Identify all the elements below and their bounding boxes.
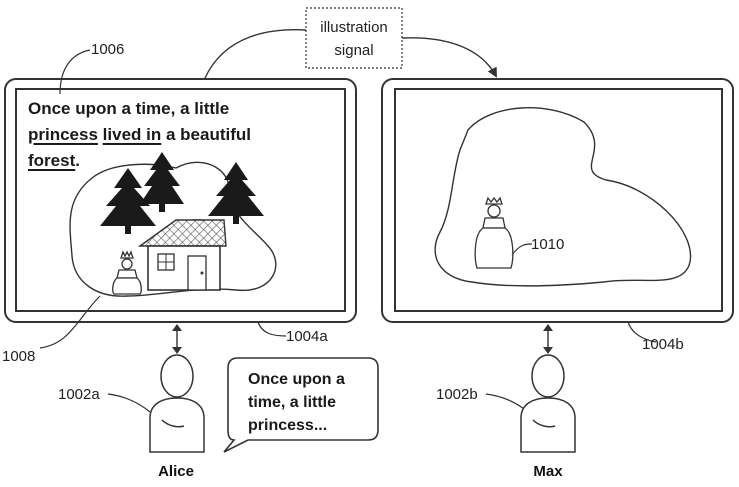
story-word-forest: forest xyxy=(28,151,76,170)
user-icon-max xyxy=(520,354,576,453)
leader-1002a xyxy=(107,393,151,413)
story-word-princess: princess xyxy=(28,125,98,144)
signal-arrow xyxy=(204,29,307,79)
story-line-1: Once upon a time, a little xyxy=(28,99,230,118)
reference-labels: 1006 1008 1004a 1004b 1002a 1002b xyxy=(2,41,684,413)
signal-label-line2: signal xyxy=(334,42,373,59)
ref-1002a: 1002a xyxy=(58,386,100,403)
leader-1002b xyxy=(485,393,529,413)
illustration-signal: illustration signal xyxy=(204,7,497,79)
scene-left xyxy=(69,152,277,297)
leader-1004a xyxy=(257,321,287,337)
signal-arrow-head-curve xyxy=(401,37,497,78)
bubble-line-2: time, a little xyxy=(248,394,337,411)
story-text: Once upon a time, a little princess live… xyxy=(28,96,251,174)
leader-1006 xyxy=(59,49,91,95)
story-word-lived-in: lived in xyxy=(102,125,162,144)
user-name-max: Max xyxy=(533,463,563,480)
ref-1006: 1006 xyxy=(91,41,124,58)
tree-icon-right xyxy=(208,162,264,224)
leader-1010 xyxy=(511,243,533,256)
ref-1004a: 1004a xyxy=(286,328,328,345)
princess-icon-right xyxy=(474,196,514,269)
tree-icon-center xyxy=(140,152,184,212)
ref-1008: 1008 xyxy=(2,348,35,365)
story-period: . xyxy=(75,151,80,170)
scene-right: 1010 xyxy=(434,107,692,287)
princess-icon-left xyxy=(112,250,142,295)
connection-arrows xyxy=(172,324,553,354)
user-icon-alice xyxy=(149,354,205,453)
speech-bubble-text: Once upon a time, a little princess... xyxy=(248,368,345,437)
house-icon xyxy=(137,219,227,291)
tree-icon-left xyxy=(100,168,156,234)
leader-1008 xyxy=(39,295,101,349)
ref-1004b: 1004b xyxy=(642,336,684,353)
ref-1010: 1010 xyxy=(531,236,564,253)
ref-1002b: 1002b xyxy=(436,386,478,403)
speech-bubble xyxy=(223,357,379,453)
leader-1004b xyxy=(627,321,657,343)
signal-label-line1: illustration xyxy=(320,19,388,36)
user-name-alice: Alice xyxy=(158,463,194,480)
bubble-line-1: Once upon a xyxy=(248,371,345,388)
story-line-2-rest: a beautiful xyxy=(161,125,251,144)
signal-box xyxy=(305,7,403,69)
bubble-line-3: princess... xyxy=(248,417,328,434)
